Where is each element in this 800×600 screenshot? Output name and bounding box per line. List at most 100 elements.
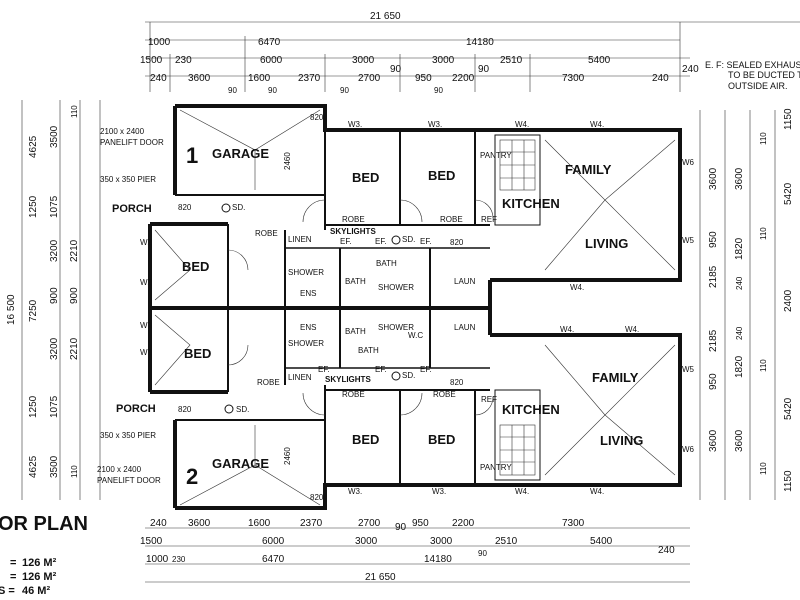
label-ens: ENS <box>300 323 316 332</box>
exterior-walls <box>148 104 682 510</box>
label-window: W3. <box>348 487 362 496</box>
label-linen: LINEN <box>288 235 312 244</box>
left-dim: 1250 <box>28 195 39 218</box>
room-label-garage: GARAGE <box>212 146 269 161</box>
label-dim: 2460 <box>283 152 292 170</box>
label-window: W4. <box>590 120 604 129</box>
top-dim: 950 <box>415 73 432 84</box>
label-robe: ROBE <box>342 390 365 399</box>
top-dim: 2200 <box>452 73 475 84</box>
right-dim: 5420 <box>783 182 794 205</box>
top-dim: 2700 <box>358 73 381 84</box>
room-label-family: FAMILY <box>565 162 612 177</box>
room-label-bed: BED <box>428 432 455 447</box>
label-shower: SHOWER <box>378 323 414 332</box>
bottom-dim: 950 <box>412 518 429 529</box>
label-ens: ENS <box>300 289 316 298</box>
right-dim: 3600 <box>734 429 745 452</box>
top-dim: 90 <box>478 64 490 75</box>
area-value: 126 M² <box>22 571 57 583</box>
left-dim: 900 <box>49 287 60 304</box>
top-dim: 5400 <box>588 55 611 66</box>
label-bath: BATH <box>376 259 397 268</box>
note-pier: 350 x 350 PIER <box>100 175 156 184</box>
label-window: W1 <box>140 321 153 330</box>
bottom-dim: 1600 <box>248 518 271 529</box>
right-dim: 3600 <box>734 167 745 190</box>
label-wc: W.C <box>408 331 423 340</box>
bottom-dim: 2370 <box>300 518 323 529</box>
area-value: 126 M² <box>22 557 57 569</box>
label-robe: ROBE <box>440 215 463 224</box>
right-dim: 3600 <box>708 429 719 452</box>
label-window: W4. <box>625 325 639 334</box>
room-label-bed: BED <box>352 170 379 185</box>
right-dim: 1820 <box>734 355 745 378</box>
kitchen-tiles <box>499 139 536 476</box>
room-label-garage: GARAGE <box>212 456 269 471</box>
bottom-dim: 7300 <box>562 518 585 529</box>
skylights-label: SKYLIGHTS <box>325 375 371 384</box>
top-dim: 2370 <box>298 73 321 84</box>
room-label-bed: BED <box>352 432 379 447</box>
bottom-dim: 1500 <box>140 536 163 547</box>
exhaust-note-line: TO BE DUCTED T <box>728 70 800 80</box>
bottom-dim: 5400 <box>590 536 613 547</box>
note-door: PANELIFT DOOR <box>97 476 161 485</box>
label-door-width: 820 <box>310 113 324 122</box>
label-pantry: PANTRY <box>480 463 512 472</box>
bottom-dim: 14180 <box>424 554 452 565</box>
label-ef: EF. <box>420 237 432 246</box>
note-door: 2100 x 2400 <box>97 465 142 474</box>
room-label-living: LIVING <box>585 236 628 251</box>
top-dimensions: 21 650 1000 6470 14180 1500 230 6000 300… <box>140 11 800 95</box>
label-window: W5 <box>682 365 695 374</box>
skylights-label: SKYLIGHTS <box>330 227 376 236</box>
label-window: W1 <box>140 348 153 357</box>
left-dim: 110 <box>70 105 79 118</box>
label-ref: REF <box>481 215 497 224</box>
label-window: W4. <box>515 487 529 496</box>
label-ef: EF. <box>375 237 387 246</box>
label-shower: SHOWER <box>288 339 324 348</box>
left-dim: 110 <box>70 465 79 478</box>
bottom-total-dim: 21 650 <box>365 572 396 583</box>
top-dim: 6000 <box>260 55 283 66</box>
bottom-dim: 230 <box>172 555 186 564</box>
top-dim: 6470 <box>258 37 281 48</box>
right-dimensions: 1150 5420 2400 5420 1150 3600 950 2185 2… <box>699 108 794 500</box>
label-ef: EF. <box>420 365 432 374</box>
area-value: 46 M² <box>22 585 50 597</box>
left-dim: 4625 <box>28 135 39 158</box>
label-window: W4. <box>570 283 584 292</box>
label-ef: EF. <box>375 365 387 374</box>
bottom-dim: 240 <box>658 545 675 556</box>
bottom-dim: 2700 <box>358 518 381 529</box>
bottom-dim: 2510 <box>495 536 518 547</box>
label-window: W6 <box>682 445 695 454</box>
label-linen: LINEN <box>288 373 312 382</box>
label-pantry: PANTRY <box>480 151 512 160</box>
left-dim: 3500 <box>49 455 60 478</box>
note-pier: 350 x 350 PIER <box>100 431 156 440</box>
right-dim: 950 <box>708 373 719 390</box>
label-sd: SD. <box>232 203 245 212</box>
exhaust-note: E. F: SEALED EXHAUS TO BE DUCTED T OUTSI… <box>705 60 800 91</box>
top-dim: 1600 <box>248 73 271 84</box>
roof-hip-lines <box>154 109 676 506</box>
label-ef: EF. <box>318 365 330 374</box>
area-label: S = <box>0 585 15 597</box>
label-robe: ROBE <box>257 378 280 387</box>
label-door-width: 820 <box>450 238 464 247</box>
label-sd: SD. <box>402 235 415 244</box>
label-robe: ROBE <box>255 229 278 238</box>
right-dim: 110 <box>759 227 768 240</box>
top-dim: 1000 <box>148 37 171 48</box>
bottom-dimensions: 240 3600 1600 2370 2700 90 950 2200 7300… <box>140 518 690 583</box>
label-window: W3. <box>348 120 362 129</box>
area-label: = <box>10 557 16 569</box>
top-dim: 240 <box>150 73 167 84</box>
left-dimensions: 16 500 4625 1250 7250 1250 4625 3500 107… <box>6 100 101 500</box>
room-label-living: LIVING <box>600 433 643 448</box>
top-dim: 90 <box>434 86 443 95</box>
